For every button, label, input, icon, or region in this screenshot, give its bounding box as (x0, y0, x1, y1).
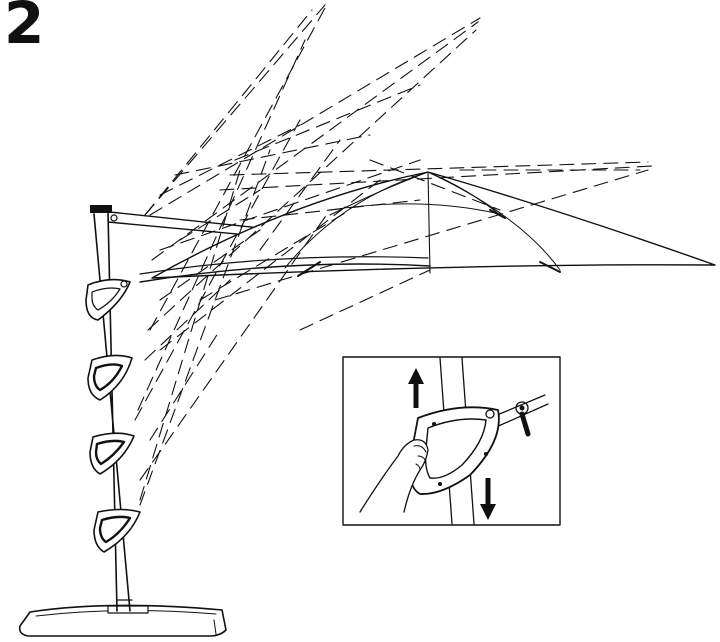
umbrella-base (18, 604, 227, 637)
detail-inset (342, 356, 561, 526)
tilt-handle-1 (85, 278, 131, 321)
step-number: 2 (4, 0, 45, 57)
arrow-down-icon (480, 478, 496, 520)
arrow-up-icon (408, 368, 424, 408)
canopy-tilt-positions (134, 4, 653, 506)
tilt-handle-2 (87, 354, 133, 401)
umbrella-pole (90, 205, 133, 612)
top-arm (107, 211, 261, 237)
tilt-handle-4 (93, 508, 141, 553)
tilt-handle-3 (89, 432, 135, 475)
